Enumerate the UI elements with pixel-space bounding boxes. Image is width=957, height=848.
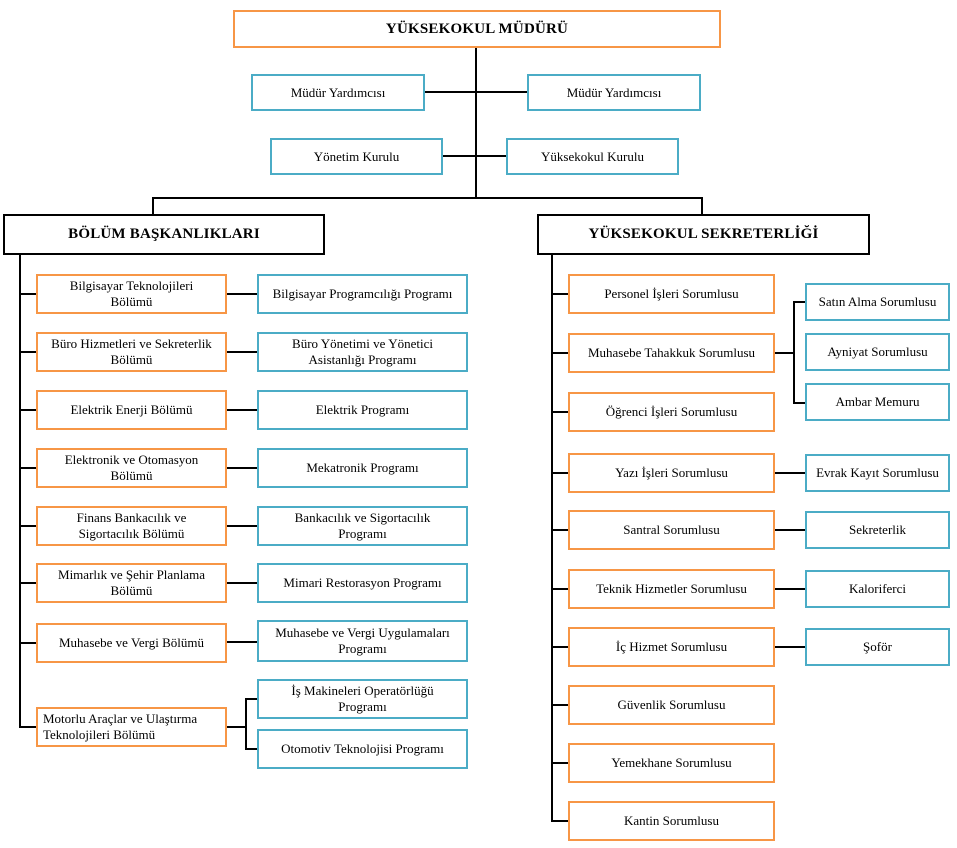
director-box: YÜKSEKOKUL MÜDÜRÜ [233, 10, 721, 48]
unit-box: Personel İşleri Sorumlusu [568, 274, 775, 314]
spine-tick [19, 351, 36, 353]
sub-unit-box: Ayniyat Sorumlusu [805, 333, 950, 371]
unit-box: Yemekhane Sorumlusu [568, 743, 775, 783]
deputy-director-right-box: Müdür Yardımcısı [527, 74, 701, 111]
department-box: Elektrik Enerji Bölümü [36, 390, 227, 430]
program-box: Bankacılık ve Sigortacılık Programı [257, 506, 468, 546]
department-box: Bilgisayar Teknolojileri Bölümü [36, 274, 227, 314]
connector-line [227, 409, 257, 411]
department-box: Muhasebe ve Vergi Bölümü [36, 623, 227, 663]
unit-box: Öğrenci İşleri Sorumlusu [568, 392, 775, 432]
connector-line [227, 351, 257, 353]
departments-spine-line [19, 253, 21, 728]
spine-tick [19, 467, 36, 469]
management-board-box: Yönetim Kurulu [270, 138, 443, 175]
bracket-tick-line [795, 402, 805, 404]
connector-line [227, 293, 257, 295]
school-board-box: Yüksekokul Kurulu [506, 138, 679, 175]
bracket-tick-line [247, 698, 257, 700]
department-box: Finans Bankacılık ve Sigortacılık Bölümü [36, 506, 227, 546]
bracket-tick-line [795, 301, 805, 303]
unit-box: Güvenlik Sorumlusu [568, 685, 775, 725]
spine-tick [551, 411, 568, 413]
unit-box: Yazı İşleri Sorumlusu [568, 453, 775, 493]
sub-unit-box: Evrak Kayıt Sorumlusu [805, 454, 950, 492]
connector-director-feeder [475, 46, 477, 198]
spine-tick [551, 352, 568, 354]
sub-unit-box: Sekreterlik [805, 511, 950, 549]
department-box: Mimarlık ve Şehir Planlama Bölümü [36, 563, 227, 603]
program-box: Muhasebe ve Vergi Uygulamaları Programı [257, 620, 468, 662]
secretariat-header-box: YÜKSEKOKUL SEKRETERLİĞİ [537, 214, 870, 255]
unit-box: Kantin Sorumlusu [568, 801, 775, 841]
program-box: Mimari Restorasyon Programı [257, 563, 468, 603]
spine-tick [19, 642, 36, 644]
spine-tick [551, 529, 568, 531]
spine-tick [19, 726, 36, 728]
departments-header-box: BÖLÜM BAŞKANLIKLARI [3, 214, 325, 255]
program-box: Bilgisayar Programcılığı Programı [257, 274, 468, 314]
sub-unit-box: Satın Alma Sorumlusu [805, 283, 950, 321]
unit-box: Teknik Hizmetler Sorumlusu [568, 569, 775, 609]
unit-box: Santral Sorumlusu [568, 510, 775, 550]
spine-tick [19, 525, 36, 527]
unit-box: İç Hizmet Sorumlusu [568, 627, 775, 667]
connector-deputies [423, 91, 529, 93]
spine-tick [551, 472, 568, 474]
department-box: Elektronik ve Otomasyon Bölümü [36, 448, 227, 488]
connector-drop-departments [152, 197, 154, 215]
unit-box: Muhasebe Tahakkuk Sorumlusu [568, 333, 775, 373]
bracket-stem-line [775, 352, 793, 354]
spine-tick [19, 409, 36, 411]
program-box: Büro Yönetimi ve Yönetici Asistanlığı Pr… [257, 332, 468, 372]
bracket-vertical-line [793, 301, 795, 404]
secretariat-spine-line [551, 253, 553, 822]
spine-tick [551, 704, 568, 706]
department-box: Motorlu Araçlar ve Ulaştırma Teknolojile… [36, 707, 227, 747]
connector-line [775, 472, 805, 474]
spine-tick [551, 588, 568, 590]
spine-tick [551, 762, 568, 764]
connector-line [775, 646, 805, 648]
connector-boards [441, 155, 508, 157]
department-box: Büro Hizmetleri ve Sekreterlik Bölümü [36, 332, 227, 372]
deputy-director-left-box: Müdür Yardımcısı [251, 74, 425, 111]
connector-line [227, 525, 257, 527]
sub-unit-box: Ambar Memuru [805, 383, 950, 421]
connector-drop-secretariat [701, 197, 703, 215]
connector-line [775, 588, 805, 590]
spine-tick [551, 293, 568, 295]
spine-tick [19, 582, 36, 584]
program-box: İş Makineleri Operatörlüğü Programı [257, 679, 468, 719]
program-box: Elektrik Programı [257, 390, 468, 430]
connector-line [775, 529, 805, 531]
program-box: Otomotiv Teknolojisi Programı [257, 729, 468, 769]
bracket-tick-line [247, 748, 257, 750]
spine-tick [19, 293, 36, 295]
bracket-stem-line [227, 726, 245, 728]
program-box: Mekatronik Programı [257, 448, 468, 488]
connector-branch-horizontal [152, 197, 703, 199]
spine-tick [551, 820, 568, 822]
sub-unit-box: Şoför [805, 628, 950, 666]
spine-tick [551, 646, 568, 648]
connector-line [227, 467, 257, 469]
connector-line [227, 582, 257, 584]
sub-unit-box: Kaloriferci [805, 570, 950, 608]
connector-line [227, 641, 257, 643]
bracket-vertical-line [245, 698, 247, 750]
